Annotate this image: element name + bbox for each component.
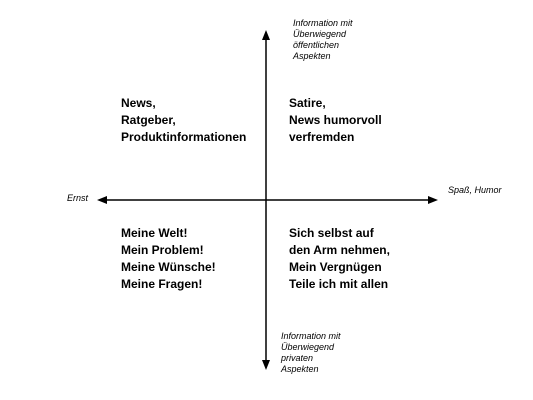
arrow-down-icon — [262, 360, 270, 370]
axis-label-bottom: Information mit Überwiegend privaten Asp… — [281, 331, 341, 374]
axis-label-left: Ernst — [67, 193, 89, 203]
quadrant-top-left: News, Ratgeber, Produktinformationen — [121, 96, 247, 144]
arrow-up-icon — [262, 30, 270, 40]
quadrant-bottom-right: Sich selbst auf den Arm nehmen, Mein Ver… — [289, 226, 390, 291]
quadrant-top-right: Satire, News humorvoll verfremden — [289, 96, 382, 144]
arrow-left-icon — [97, 196, 107, 204]
arrow-right-icon — [428, 196, 438, 204]
axis-label-right: Spaß, Humor — [448, 185, 502, 195]
axis-label-top: Information mit Überwiegend öffentlichen… — [293, 18, 353, 61]
quadrant-bottom-left: Meine Welt! Mein Problem! Meine Wünsche!… — [121, 226, 216, 291]
